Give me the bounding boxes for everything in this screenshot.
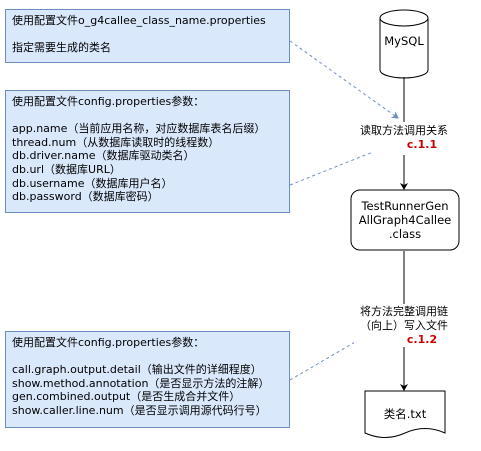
note-line: db.password（数据库密码） xyxy=(12,190,159,204)
config-note-class-name[interactable]: 使用配置文件o_g4callee_class_name.properties 指… xyxy=(5,9,290,63)
edge-label-code: c.1.1 xyxy=(406,138,438,151)
config-note-output-params[interactable]: 使用配置文件config.properties参数： call.graph.ou… xyxy=(5,331,290,428)
process-node-label: TestRunnerGen AllGraph4Callee .class xyxy=(351,199,459,241)
edge-label-text: 将方法完整调用链 xyxy=(360,305,448,318)
note-line: 使用配置文件config.properties参数： xyxy=(12,336,205,349)
process-line: AllGraph4Callee xyxy=(358,213,452,227)
edge-label-text: 读取方法调用关系 xyxy=(360,124,448,137)
dashed-arrow-note1 xyxy=(289,40,399,119)
edge-label-write: 将方法完整调用链 （向上）写入文件 c.1.2 xyxy=(354,305,454,347)
note-line: 使用配置文件config.properties参数： xyxy=(12,95,205,108)
note-line: db.url（数据库URL） xyxy=(12,162,121,176)
note-line: 使用配置文件o_g4callee_class_name.properties xyxy=(12,14,266,27)
mysql-database-icon[interactable] xyxy=(379,9,429,79)
mysql-label: MySQL xyxy=(384,34,424,48)
note-line: db.driver.name（数据库驱动类名） xyxy=(12,149,195,163)
note-line: call.graph.output.detail（输出文件的详细程度） xyxy=(12,363,262,377)
note-spacer xyxy=(12,350,283,364)
process-line: .class xyxy=(388,227,422,241)
note-line: db.username（数据库用户名） xyxy=(12,176,173,190)
process-line: TestRunnerGen xyxy=(361,199,449,213)
config-note-db-params[interactable]: 使用配置文件config.properties参数： app.name（当前应用… xyxy=(5,90,290,213)
edge-label-text: （向上）写入文件 xyxy=(360,319,448,332)
output-file-label: 类名.txt xyxy=(383,407,427,421)
note-line: app.name（当前应用名称，对应数据库表名后缀） xyxy=(12,122,266,136)
note-spacer xyxy=(12,109,283,123)
note-line: show.method.annotation（是否显示方法的注解） xyxy=(12,376,270,390)
output-document-icon[interactable] xyxy=(364,390,446,438)
note-line: 指定需要生成的类名 xyxy=(12,41,111,55)
process-node-box[interactable] xyxy=(350,189,460,251)
edge-label-code: c.1.2 xyxy=(406,333,438,346)
note-line: thread.num（从数据库读取时的线程数） xyxy=(12,135,220,149)
edge-label-read: 读取方法调用关系 c.1.1 xyxy=(354,124,454,152)
note-line: show.caller.line.num（是否显示调用源代码行号） xyxy=(12,403,267,417)
note-line: gen.combined.output（是否生成合并文件） xyxy=(12,390,241,404)
note-spacer xyxy=(12,28,283,42)
